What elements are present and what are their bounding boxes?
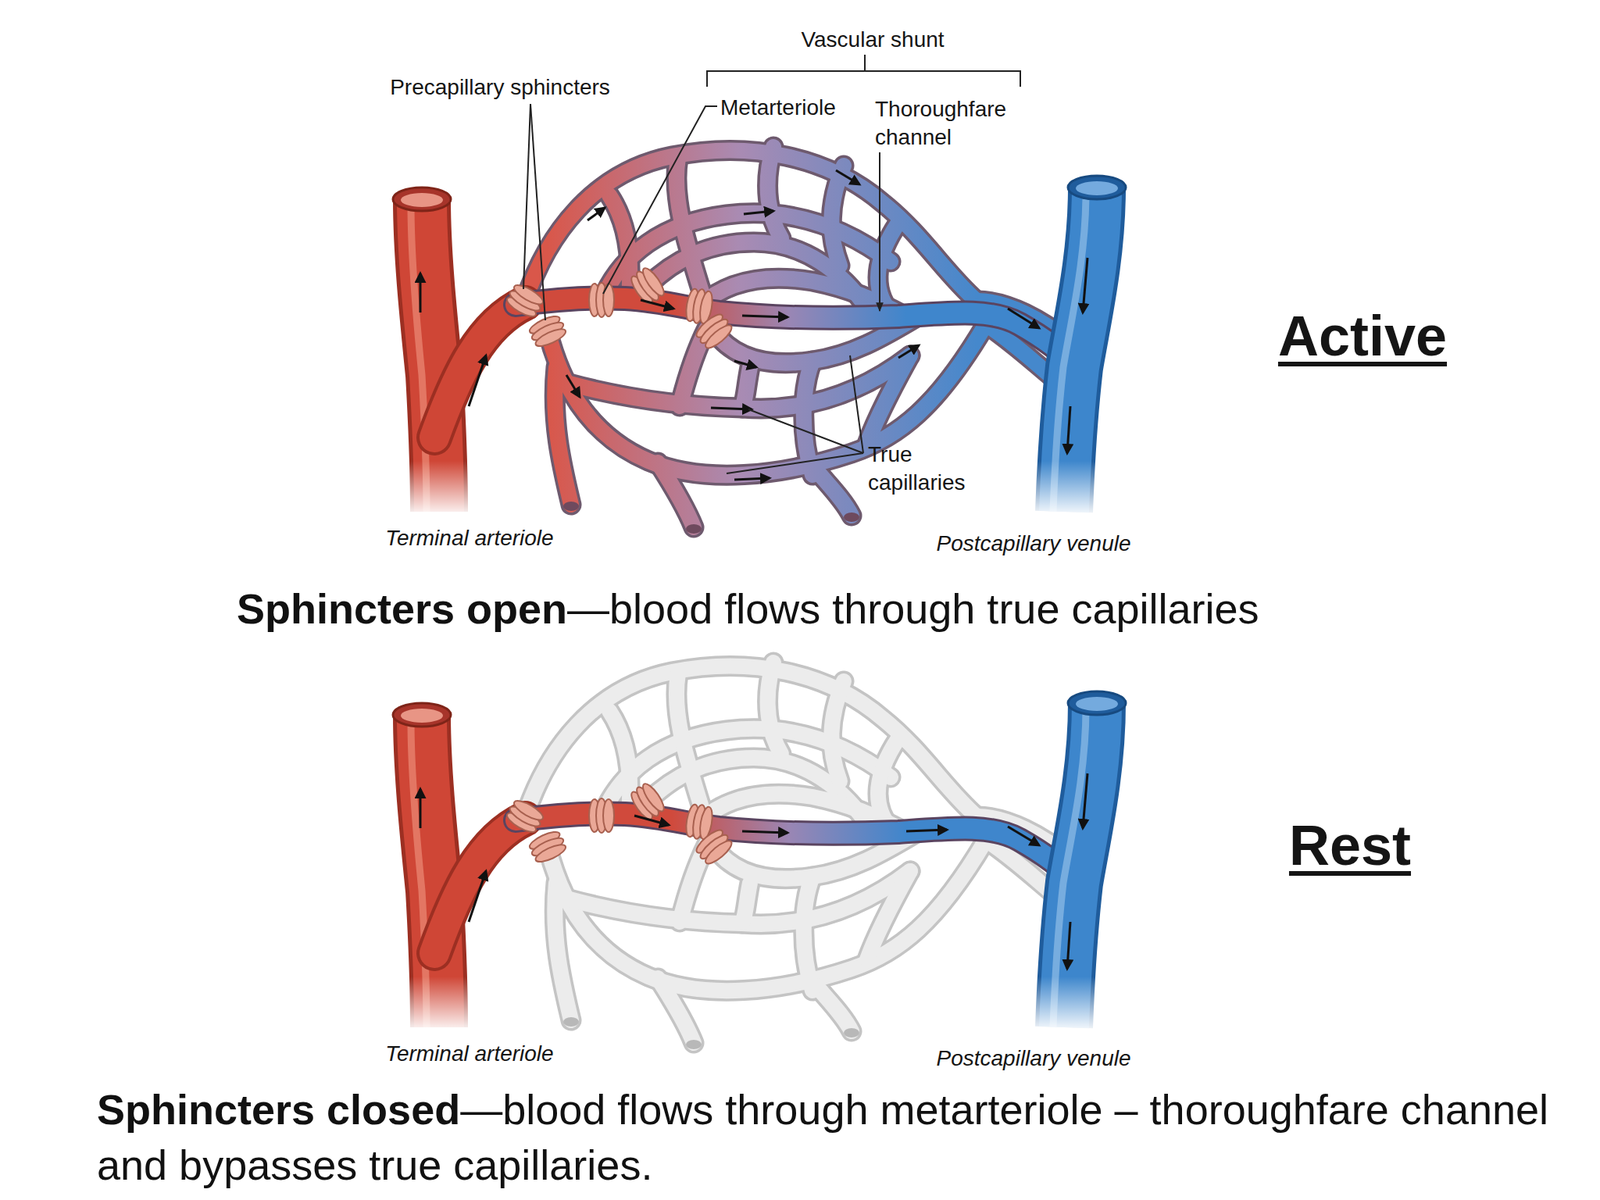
true-capillaries	[525, 662, 1072, 1043]
precapillary-sphincters	[503, 264, 736, 353]
vessel-fade	[375, 976, 1133, 1033]
callout-label: Metarteriole	[720, 93, 836, 122]
shunt-bracket	[707, 71, 1021, 87]
shunt-bracket	[864, 54, 866, 72]
leader-line	[726, 453, 864, 474]
capillary-openings	[563, 501, 860, 534]
active-capillary-bed	[375, 54, 1133, 534]
flow-arrows	[420, 170, 1088, 480]
caption-line: Sphincters open—blood flows through true…	[236, 581, 1597, 637]
capillary-outline	[525, 146, 1072, 528]
caption-emphasis: Sphincters closed	[96, 1085, 461, 1133]
caption-text: —blood flows through true capillaries	[567, 585, 1259, 633]
bracket-label: Vascular shunt	[800, 25, 944, 54]
state-heading: Active	[1278, 303, 1447, 369]
leader-line	[523, 103, 531, 290]
precapillary-sphincters	[503, 780, 736, 868]
leader-line	[748, 409, 864, 454]
state-heading: Rest	[1289, 812, 1411, 879]
vessel-label: Terminal arteriole	[385, 1039, 554, 1068]
flow-arrows	[420, 773, 1088, 969]
vessel-label: Postcapillary venule	[935, 529, 1131, 558]
callout-label: Precapillary sphincters	[389, 73, 611, 102]
leader-line	[850, 355, 864, 454]
callout-label: Thoroughfare channel	[875, 95, 1032, 152]
vessel-label: Terminal arteriole	[385, 524, 554, 553]
leader-arrow	[878, 152, 881, 311]
caption-line: Sphincters closed—blood flows through me…	[96, 1082, 1582, 1193]
callout-label: True capillaries	[867, 440, 993, 497]
vessel-label: Postcapillary venule	[935, 1044, 1131, 1073]
capillary-openings	[563, 1017, 860, 1050]
leader-line	[603, 106, 718, 294]
rest-capillary-bed	[375, 662, 1133, 1050]
leader-line	[530, 103, 546, 321]
capillary-outline	[525, 662, 1072, 1043]
caption-emphasis: Sphincters open	[236, 585, 568, 633]
true-capillaries	[525, 146, 1072, 528]
